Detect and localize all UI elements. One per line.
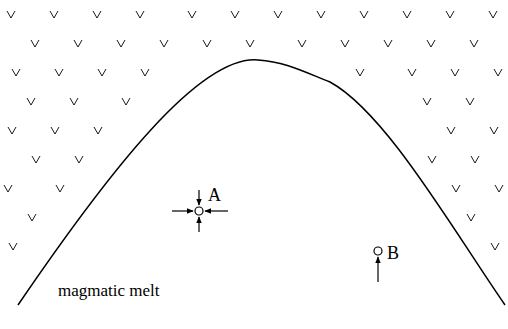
point-marker <box>374 247 382 255</box>
point-marker <box>195 207 203 215</box>
rock-symbol <box>28 214 36 221</box>
rock-symbol <box>428 156 436 163</box>
point-label: B <box>387 244 399 262</box>
rock-symbol <box>203 40 211 47</box>
rock-symbol <box>452 185 460 192</box>
rock-symbol <box>384 40 392 47</box>
rock-symbol <box>470 40 478 47</box>
stress-arrow <box>377 257 378 282</box>
rock-symbol <box>70 98 78 105</box>
rock-symbol <box>231 11 239 18</box>
rock-symbol <box>298 40 306 47</box>
rock-symbol <box>471 156 479 163</box>
stress-arrow <box>198 217 199 232</box>
rock-symbol <box>446 11 454 18</box>
rock-symbol <box>160 40 168 47</box>
intrusion-contact <box>18 60 505 305</box>
rock-symbol <box>98 69 106 76</box>
rock-symbol <box>451 69 459 76</box>
rock-symbol <box>317 11 325 18</box>
rock-symbol <box>75 156 83 163</box>
rock-symbol <box>467 214 475 221</box>
rock-symbol <box>495 185 503 192</box>
rock-symbol <box>55 69 63 76</box>
rock-symbol <box>4 185 12 192</box>
stress-point-b <box>374 247 382 282</box>
rock-symbol <box>356 69 364 76</box>
rock-symbol <box>50 11 58 18</box>
rock-symbol <box>274 11 282 18</box>
rock-symbol <box>466 98 474 105</box>
rock-symbol <box>141 69 149 76</box>
rock-symbol <box>12 69 20 76</box>
rock-symbol <box>51 127 59 134</box>
rock-symbol <box>93 11 101 18</box>
rock-symbol <box>491 243 499 250</box>
stress-arrow <box>205 210 228 211</box>
rock-symbol <box>360 11 368 18</box>
rock-symbol <box>94 127 102 134</box>
rock-symbol <box>122 98 130 105</box>
stress-arrow <box>172 210 193 211</box>
rock-symbol <box>31 40 39 47</box>
rock-symbol <box>8 127 16 134</box>
rock-symbol <box>423 98 431 105</box>
rock-symbol <box>403 11 411 18</box>
rock-symbol <box>56 185 64 192</box>
rock-symbol <box>32 156 40 163</box>
rock-symbol <box>188 11 196 18</box>
rock-symbol <box>490 127 498 134</box>
country-rock-pattern <box>4 11 503 250</box>
rock-symbol <box>136 11 144 18</box>
rock-symbol <box>9 243 17 250</box>
stress-arrow <box>198 190 199 205</box>
point-label: A <box>208 186 221 204</box>
rock-symbol <box>74 40 82 47</box>
rock-symbol <box>408 69 416 76</box>
rock-symbol <box>341 40 349 47</box>
rock-symbol <box>427 40 435 47</box>
region-label: magmatic melt <box>58 282 160 299</box>
rock-symbol <box>117 40 125 47</box>
rock-symbol <box>447 127 455 134</box>
rock-symbol <box>489 11 497 18</box>
rock-symbol <box>27 98 35 105</box>
rock-symbol <box>246 40 254 47</box>
rock-symbol <box>494 69 502 76</box>
rock-symbol <box>7 11 15 18</box>
